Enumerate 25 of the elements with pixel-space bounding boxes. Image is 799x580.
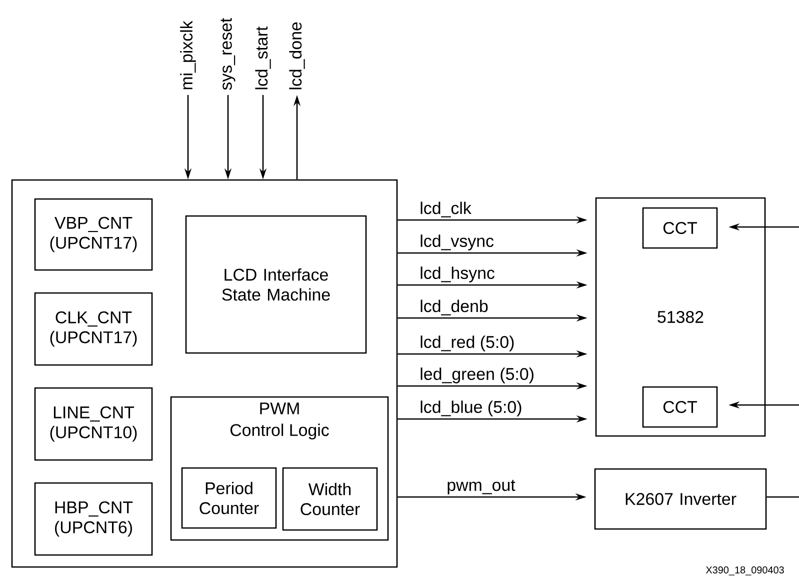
edge-label: lcd_clk [418,200,472,218]
inverter-box: K2607 Inverter [594,468,767,530]
counter-box: CLK_CNT (UPCNT17) [34,292,153,366]
edge-label: pwm_out [446,478,516,496]
edge-label: lcd_done [288,20,306,92]
edge-label: lcd_red (5:0) [418,334,516,352]
figure-id: X390_18_090403 [706,566,784,576]
line [766,496,799,498]
edge-label: lcd_blue (5:0) [418,400,524,418]
counter-box: Width Counter [282,467,378,531]
edge-label: lcd_denb [418,298,490,316]
circuit-box: CCT [642,386,718,428]
circuit-box: CCT [642,207,718,249]
edge-label: lcd_vsync [418,234,496,252]
counter-box: LINE_CNT (UPCNT10) [34,387,153,461]
counter-box: Period Counter [181,467,277,529]
counter-box: VBP_CNT (UPCNT17) [34,198,153,271]
counter-box: HBP_CNT (UPCNT6) [34,482,153,556]
edge-label: lcd_hsync [418,266,496,284]
edge-label: mi_pixclk [179,20,197,92]
module-box [11,179,398,568]
edge-label: sys_reset [220,16,236,92]
state-machine-box: LCD Interface State Machine [185,215,367,354]
edge-label: lcd_start [254,25,272,92]
edge-label: led_green (5:0) [418,366,536,384]
